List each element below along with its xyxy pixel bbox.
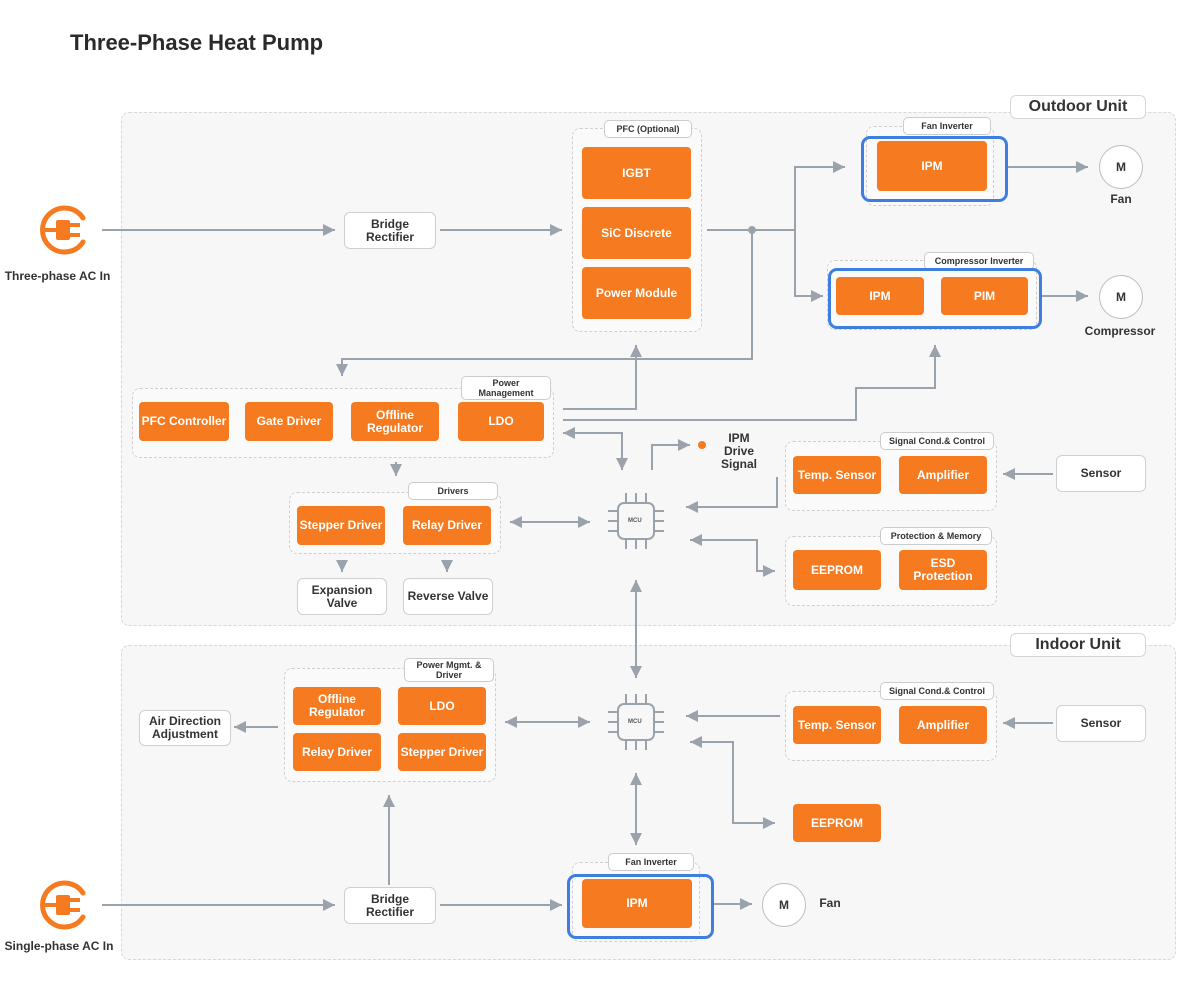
air-direction-adjustment-block[interactable]: Air Direction Adjustment <box>139 710 231 746</box>
outdoor-unit-label: Outdoor Unit <box>1010 95 1146 119</box>
drivers-label-outdoor: Drivers <box>408 482 498 500</box>
sensor-block-indoor[interactable]: Sensor <box>1056 705 1146 742</box>
mcu-label-indoor: MCU <box>628 719 642 725</box>
esd-protection-block[interactable]: ESD Protection <box>899 550 987 590</box>
page-title: Three-Phase Heat Pump <box>70 30 324 55</box>
power-management-label-outdoor: Power Management <box>461 376 551 400</box>
indoor-unit-label: Indoor Unit <box>1010 633 1146 657</box>
mcu-label-outdoor: MCU <box>628 518 642 524</box>
fan-caption-outdoor: Fan <box>1110 192 1132 206</box>
plug-icon <box>38 877 94 933</box>
stepper-driver-block-outdoor[interactable]: Stepper Driver <box>297 506 385 545</box>
expansion-valve-block[interactable]: Expansion Valve <box>297 578 387 615</box>
compressor-caption: Compressor <box>1084 324 1156 338</box>
plug-icon <box>38 202 94 258</box>
stepper-driver-block-indoor[interactable]: Stepper Driver <box>398 733 486 771</box>
ipm-drive-signal-label: IPM Drive Signal <box>720 431 757 471</box>
gate-driver-block[interactable]: Gate Driver <box>245 402 333 441</box>
compressor-inverter-highlight <box>828 268 1042 329</box>
signal-cond-label-outdoor: Signal Cond.& Control <box>880 432 994 450</box>
fan-ipm-block-indoor[interactable]: IPM <box>582 879 692 928</box>
fan-motor-outdoor: M <box>1099 145 1143 189</box>
amplifier-block-outdoor[interactable]: Amplifier <box>899 456 987 494</box>
amplifier-block-indoor[interactable]: Amplifier <box>899 706 987 744</box>
power-mgmt-driver-label-indoor: Power Mgmt. & Driver <box>404 658 494 682</box>
compressor-pim-block[interactable]: PIM <box>941 277 1028 315</box>
temp-sensor-block-indoor[interactable]: Temp. Sensor <box>793 706 881 744</box>
fan-inverter-label-indoor: Fan Inverter <box>608 853 694 871</box>
bridge-rectifier-outdoor[interactable]: Bridge Rectifier <box>344 212 436 249</box>
relay-driver-block-indoor[interactable]: Relay Driver <box>293 733 381 771</box>
sensor-block-outdoor[interactable]: Sensor <box>1056 455 1146 492</box>
igbt-block[interactable]: IGBT <box>582 147 691 199</box>
eeprom-block-outdoor[interactable]: EEPROM <box>793 550 881 590</box>
eeprom-block-indoor[interactable]: EEPROM <box>793 804 881 842</box>
compressor-motor: M <box>1099 275 1143 319</box>
fan-ipm-block-outdoor[interactable]: IPM <box>877 141 987 191</box>
protection-memory-label: Protection & Memory <box>880 527 992 545</box>
fan-caption-indoor: Fan <box>819 896 841 910</box>
mcu-chip-icon-indoor <box>606 692 666 752</box>
pfc-controller-block[interactable]: PFC Controller <box>139 402 229 441</box>
fan-motor-indoor: M <box>762 883 806 927</box>
bridge-rectifier-indoor[interactable]: Bridge Rectifier <box>344 887 436 924</box>
single-phase-ac-in-label: Single-phase AC In <box>4 939 114 953</box>
three-phase-ac-in-label: Three-phase AC In <box>4 269 111 283</box>
ldo-block-outdoor[interactable]: LDO <box>458 402 544 441</box>
fan-inverter-highlight-outdoor <box>861 136 1008 202</box>
power-module-block[interactable]: Power Module <box>582 267 691 319</box>
fan-inverter-label-outdoor: Fan Inverter <box>903 117 991 135</box>
ldo-block-indoor[interactable]: LDO <box>398 687 486 725</box>
reverse-valve-block[interactable]: Reverse Valve <box>403 578 493 615</box>
offline-regulator-block-outdoor[interactable]: Offline Regulator <box>351 402 439 441</box>
relay-driver-block-outdoor[interactable]: Relay Driver <box>403 506 491 545</box>
sic-discrete-block[interactable]: SiC Discrete <box>582 207 691 259</box>
mcu-chip-icon-outdoor <box>606 491 666 551</box>
offline-regulator-block-indoor[interactable]: Offline Regulator <box>293 687 381 725</box>
signal-cond-label-indoor: Signal Cond.& Control <box>880 682 994 700</box>
fan-inverter-highlight-indoor <box>567 874 714 939</box>
temp-sensor-block-outdoor[interactable]: Temp. Sensor <box>793 456 881 494</box>
compressor-ipm-block[interactable]: IPM <box>836 277 924 315</box>
pfc-group-label: PFC (Optional) <box>604 120 692 138</box>
